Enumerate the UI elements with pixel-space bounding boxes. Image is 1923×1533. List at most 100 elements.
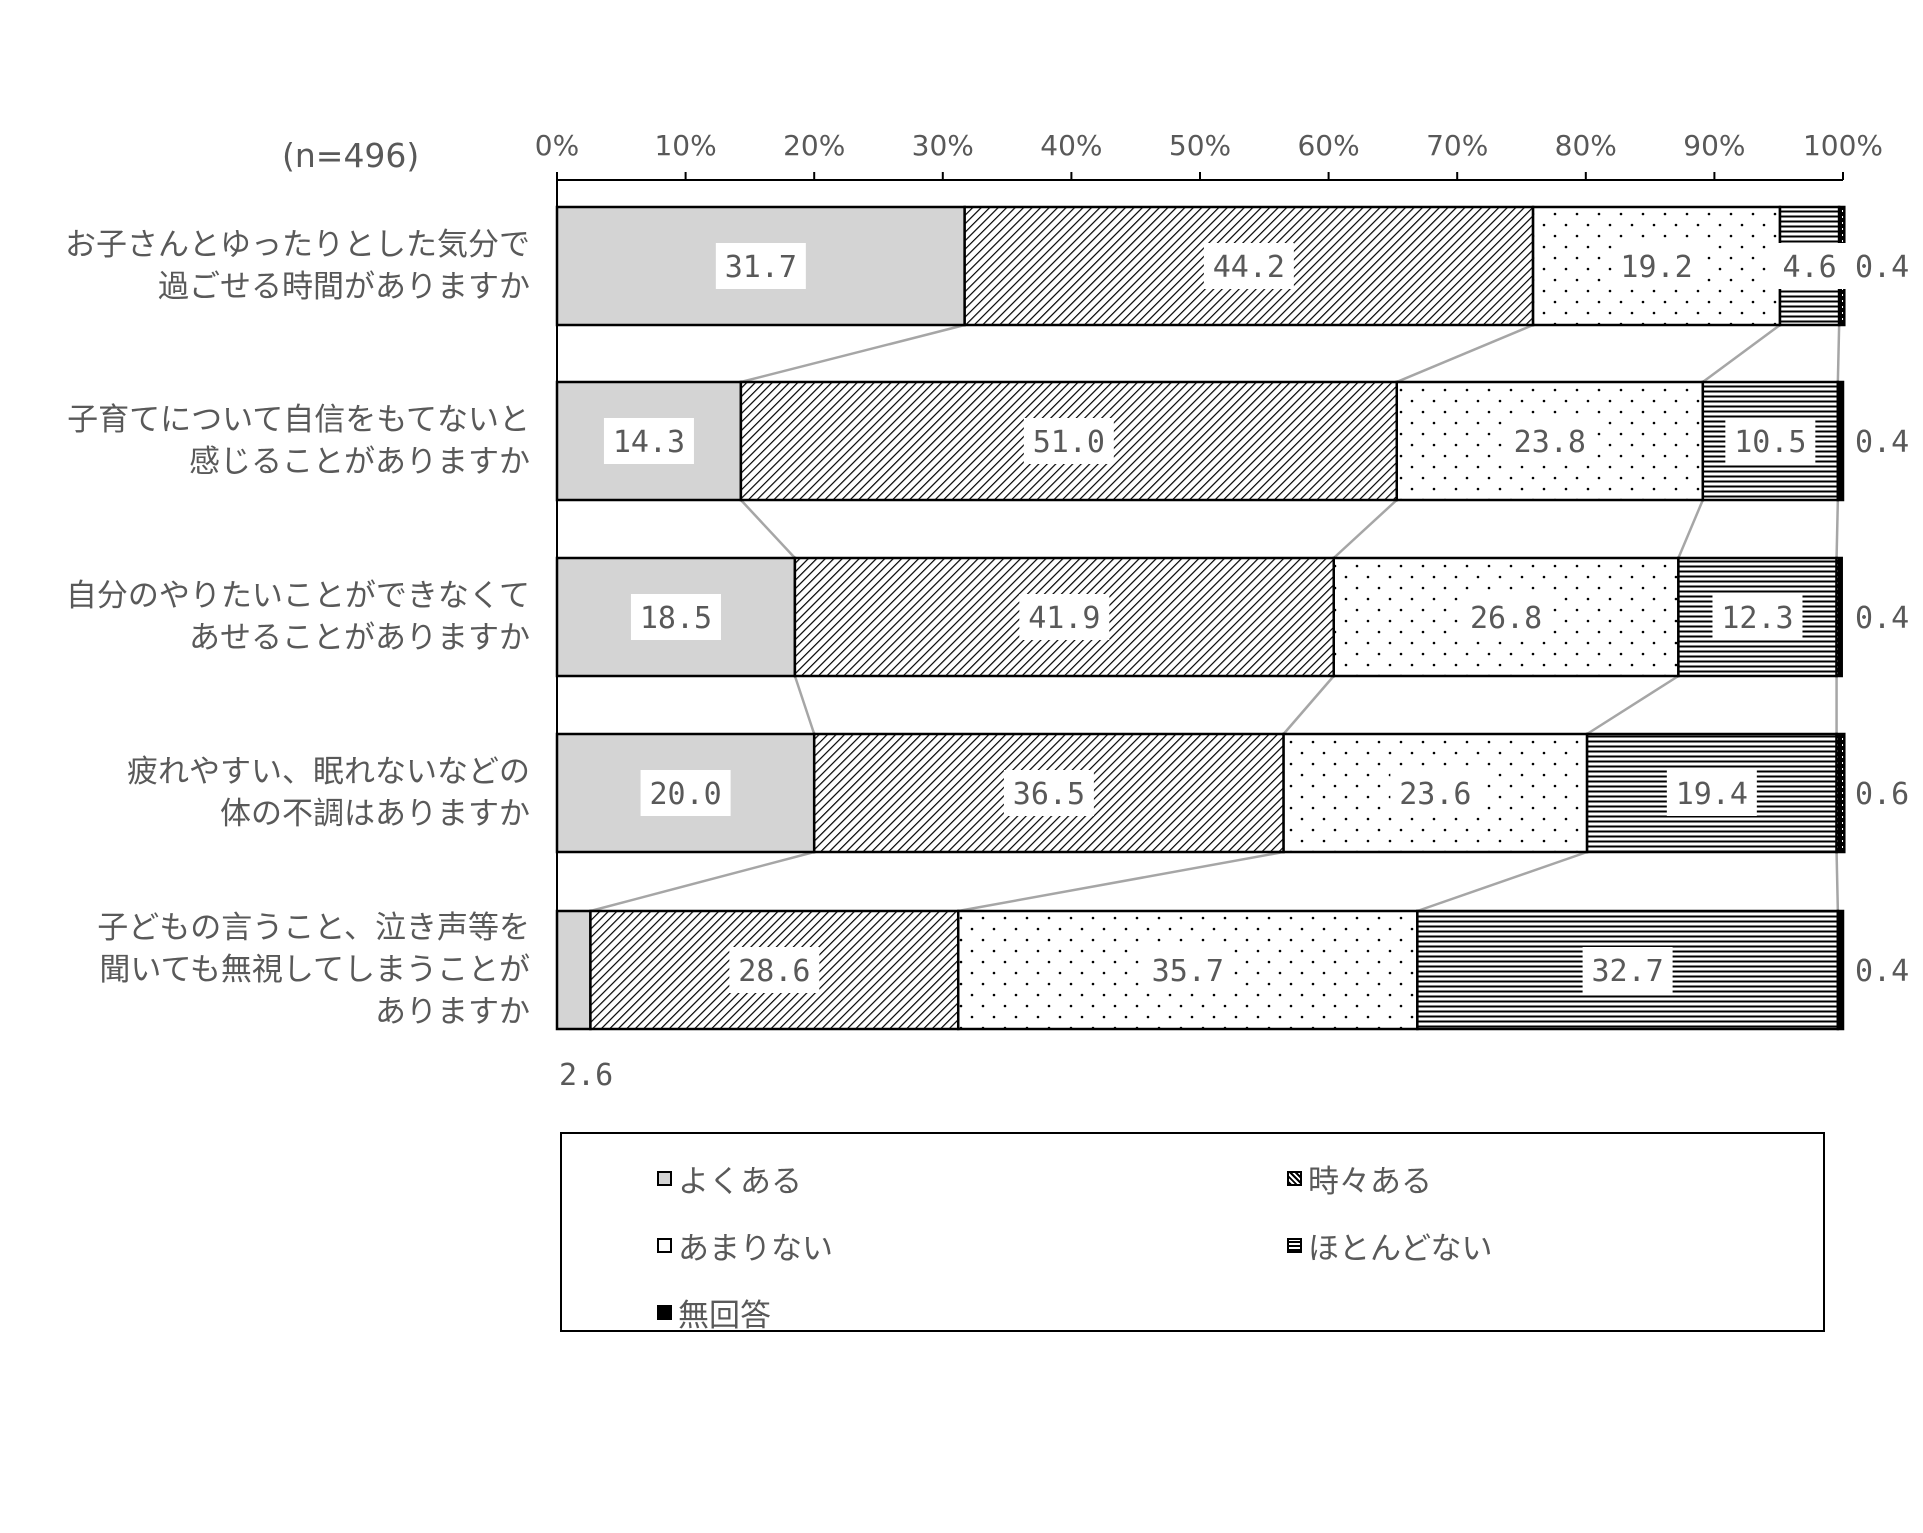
data-label-text: 19.2 bbox=[1620, 250, 1692, 285]
series-line bbox=[958, 850, 1284, 913]
data-label-box bbox=[1019, 594, 1110, 640]
data-label-text: 4.6 bbox=[1782, 250, 1836, 285]
series-lines bbox=[590, 323, 1841, 913]
category-label-line: 疲れやすい、眠れないなどの bbox=[127, 754, 530, 790]
series-line bbox=[1586, 674, 1680, 736]
data-label: 51.0 bbox=[1023, 418, 1114, 464]
series-line bbox=[1332, 499, 1398, 559]
data-label: 0.4 bbox=[1855, 601, 1909, 636]
data-label-text: 14.3 bbox=[613, 425, 685, 460]
category-label: お子さんとゆったりとした気分で過ごせる時間がありますか bbox=[65, 224, 530, 308]
data-label: 19.2 bbox=[1611, 243, 1702, 289]
category-label-line: 自分のやりたいことができなくて bbox=[65, 578, 530, 614]
series-line bbox=[739, 499, 796, 559]
data-label-text: 51.0 bbox=[1033, 425, 1105, 460]
x-tick-label: 90% bbox=[1683, 129, 1745, 162]
data-label-text: 0.4 bbox=[1855, 601, 1909, 636]
bar-mukaitou bbox=[1836, 380, 1845, 502]
category-label-line: お子さんとゆったりとした気分で bbox=[65, 227, 530, 263]
series-line bbox=[590, 850, 815, 913]
legend-swatch bbox=[657, 1305, 672, 1320]
data-label-text: 23.6 bbox=[1399, 777, 1471, 812]
category-label-line: 感じることがありますか bbox=[189, 444, 530, 480]
legend-label: よくある bbox=[678, 1164, 802, 1200]
category-label-line: 過ごせる時間がありますか bbox=[158, 269, 530, 305]
legend: よくある時々あるあまりないほとんどない無回答 bbox=[560, 1132, 1825, 1335]
data-label-box bbox=[1142, 947, 1233, 993]
data-label-text: 10.5 bbox=[1734, 425, 1806, 460]
data-label: 14.3 bbox=[603, 418, 694, 464]
x-axis: 0%10%20%30%40%50%60%70%80%90%100% bbox=[535, 129, 1883, 1030]
data-label-text: 32.7 bbox=[1591, 954, 1663, 989]
x-tick-label: 30% bbox=[912, 129, 974, 162]
bar-mukaitou bbox=[1835, 556, 1843, 678]
data-label-box bbox=[603, 418, 694, 464]
data-label-text: 35.7 bbox=[1152, 954, 1224, 989]
bar-yoku-aru bbox=[555, 909, 592, 1031]
data-label-box bbox=[1203, 243, 1294, 289]
x-tick-label: 10% bbox=[654, 129, 716, 162]
data-label-text: 26.8 bbox=[1470, 601, 1542, 636]
data-label-text: 19.4 bbox=[1676, 777, 1748, 812]
data-label: 31.7 bbox=[715, 243, 806, 289]
category-label-line: 聞いても無視してしまうことが bbox=[99, 952, 530, 988]
category-label: 疲れやすい、眠れないなどの体の不調はありますか bbox=[127, 751, 530, 835]
x-tick-label: 70% bbox=[1426, 129, 1488, 162]
data-label-text: 2.6 bbox=[559, 1058, 613, 1093]
data-label: 23.8 bbox=[1504, 418, 1595, 464]
data-label-text: 44.2 bbox=[1213, 250, 1285, 285]
legend-label: あまりない bbox=[678, 1231, 833, 1267]
data-label-text: 41.9 bbox=[1028, 601, 1100, 636]
data-label-text: 18.5 bbox=[640, 601, 712, 636]
data-label: 28.6 bbox=[729, 947, 820, 993]
legend-item-amari-nai: あまりない bbox=[657, 1223, 833, 1268]
data-label-text: 23.8 bbox=[1514, 425, 1586, 460]
category-label-line: ありますか bbox=[375, 994, 530, 1030]
data-label: 0.6 bbox=[1855, 777, 1909, 812]
category-label-line: 子どもの言うこと、泣き声等を bbox=[97, 910, 530, 946]
series-line bbox=[1702, 323, 1781, 384]
x-tick-label: 60% bbox=[1297, 129, 1359, 162]
data-label-text: 0.4 bbox=[1855, 425, 1909, 460]
x-tick-label: 100% bbox=[1803, 129, 1883, 162]
category-label-line: 体の不調はありますか bbox=[220, 796, 530, 832]
data-label: 0.4 bbox=[1855, 954, 1909, 989]
series-line bbox=[740, 323, 965, 384]
x-tick-label: 20% bbox=[783, 129, 845, 162]
data-label-box bbox=[1611, 243, 1702, 289]
legend-item-tokidoki-aru: 時々ある bbox=[1287, 1156, 1432, 1201]
series-line bbox=[1835, 851, 1840, 912]
data-label-text: 12.3 bbox=[1721, 601, 1793, 636]
data-label-box bbox=[729, 947, 820, 993]
data-label-text: 31.7 bbox=[725, 250, 797, 285]
bar-mukaitou bbox=[1835, 732, 1846, 854]
legend-swatch bbox=[657, 1238, 672, 1253]
legend-item-yoku-aru: よくある bbox=[657, 1156, 802, 1201]
bars bbox=[555, 205, 1846, 1031]
category-label: 子どもの言うこと、泣き声等を聞いても無視してしまうことがありますか bbox=[97, 907, 530, 1033]
x-tick-label: 50% bbox=[1169, 129, 1231, 162]
data-label: 10.5 bbox=[1725, 418, 1816, 464]
legend-label: 時々ある bbox=[1308, 1164, 1432, 1200]
legend-label: 無回答 bbox=[678, 1298, 771, 1334]
data-label-box bbox=[1712, 594, 1803, 640]
data-label: 23.6 bbox=[1390, 770, 1481, 816]
legend-swatch bbox=[1287, 1171, 1302, 1186]
data-label-text: 0.4 bbox=[1855, 954, 1909, 989]
data-label: 44.2 bbox=[1203, 243, 1294, 289]
legend-item-mukaitou: 無回答 bbox=[657, 1290, 771, 1335]
series-line bbox=[1416, 850, 1588, 913]
data-label-text: 0.4 bbox=[1855, 250, 1909, 285]
series-line bbox=[1836, 324, 1841, 383]
series-line bbox=[1835, 499, 1840, 559]
data-label: 41.9 bbox=[1019, 594, 1110, 640]
data-label: 36.5 bbox=[1003, 770, 1094, 816]
series-line bbox=[1677, 499, 1704, 559]
series-line bbox=[1396, 323, 1534, 384]
data-label-box bbox=[1390, 770, 1481, 816]
data-label-box bbox=[1582, 947, 1673, 993]
legend-swatch bbox=[1287, 1238, 1302, 1253]
data-label-box bbox=[630, 594, 721, 640]
data-label-box bbox=[1666, 770, 1757, 816]
data-label: 2.6 bbox=[559, 1058, 613, 1093]
